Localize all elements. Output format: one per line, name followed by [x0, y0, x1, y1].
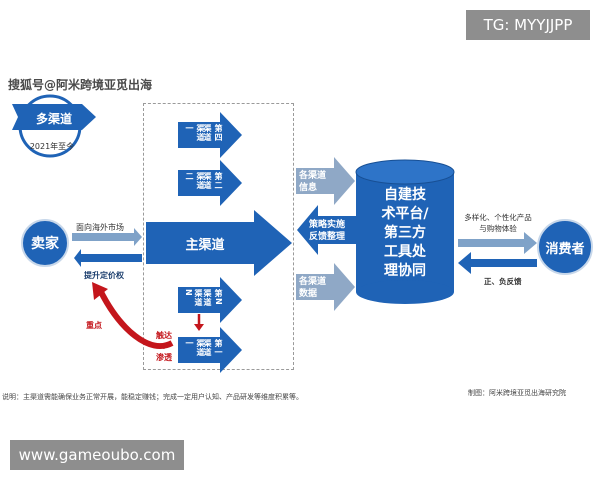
watermark-bottom-left: www.gameoubo.com: [10, 440, 184, 470]
footer-credit: 制图：阿米跨境亚觅出海研究院: [468, 389, 566, 397]
seller-circle: [21, 219, 69, 267]
sub-channel-3-left: 渠道N: [184, 289, 203, 307]
channel-info-arrow: [296, 157, 355, 205]
main-channel-label: 主渠道: [185, 237, 225, 253]
focus-arrowhead: [92, 282, 108, 300]
feedback-label: 正、负反馈: [484, 277, 522, 286]
focus-curve-arrow: [97, 288, 174, 349]
sub-channel-arrow-1: [178, 112, 242, 158]
sub-channel-1: 渠道一 第四渠道: [180, 124, 223, 146]
strategy-label: 策略实施 反馈整理: [309, 220, 346, 242]
sub-channel-2-left: 渠道二: [185, 172, 205, 190]
badge-graphic: [12, 94, 96, 158]
reach-label: 触达 + 渗透: [156, 331, 172, 362]
market-arrow: [72, 228, 142, 246]
sub-channel-arrow-4: [178, 327, 242, 373]
channel-data-arrow: [296, 263, 355, 311]
strategy-arrow: [297, 205, 356, 255]
feedback-arrow: [458, 252, 537, 274]
reach-down-arrow: [194, 324, 204, 331]
platform-label: 自建技 术平台/ 第三方 工具处 理协同: [381, 186, 429, 279]
pricing-label: 提升定价权: [84, 271, 124, 280]
badge-label: 多渠道: [35, 111, 72, 126]
platform-top: [355, 159, 455, 185]
pricing-arrow: [74, 249, 142, 267]
sub-channel-1-right: 第四渠道: [203, 124, 223, 142]
to-consumer-arrow: [458, 232, 537, 254]
channels-frame: [143, 103, 294, 370]
footer-note: 说明：主渠道需能确保业务正常开展，能稳定赚钱；完成一定用户认知、产品研发等维度积…: [2, 393, 303, 401]
main-channel-arrow: [146, 210, 292, 276]
sub-channel-arrow-3: [178, 277, 242, 323]
channel-info-label: 各渠道 信息: [299, 171, 327, 193]
to-market-label: 面向海外市场: [76, 223, 124, 232]
watermark-top-right: TG: MYYJJPP: [466, 10, 590, 40]
to-consumer-label: 多样化、个性化产品 与购物体验: [464, 213, 532, 233]
multi-channel-badge: 多渠道 2021年至今: [4, 90, 98, 160]
source-line: 搜狐号@阿米跨境亚觅出海: [8, 78, 153, 92]
sub-channel-2-right: 第二渠道: [203, 172, 223, 190]
sub-channel-arrow-2: [178, 160, 242, 206]
sub-channel-4: 渠道一 第一渠道: [180, 339, 223, 361]
seller-label: 卖家: [31, 236, 59, 252]
sub-channel-4-left: 渠道一: [185, 339, 205, 357]
consumer-circle: [537, 219, 593, 275]
badge-subtitle: 2021年至今: [29, 141, 75, 151]
channel-data-label: 各渠道 数据: [299, 277, 327, 299]
platform-body: [356, 172, 454, 292]
sub-channel-4-right: 第一渠道: [203, 339, 223, 357]
sub-channel-1-left: 渠道一: [185, 124, 205, 142]
sub-channel-3: 渠道N 第N渠道: [180, 289, 223, 311]
sub-channel-2: 渠道二 第二渠道: [180, 172, 223, 194]
consumer-label: 消费者: [545, 241, 585, 257]
sub-channel-3-right: 第N渠道: [203, 289, 223, 307]
focus-label: 重点: [86, 321, 102, 330]
